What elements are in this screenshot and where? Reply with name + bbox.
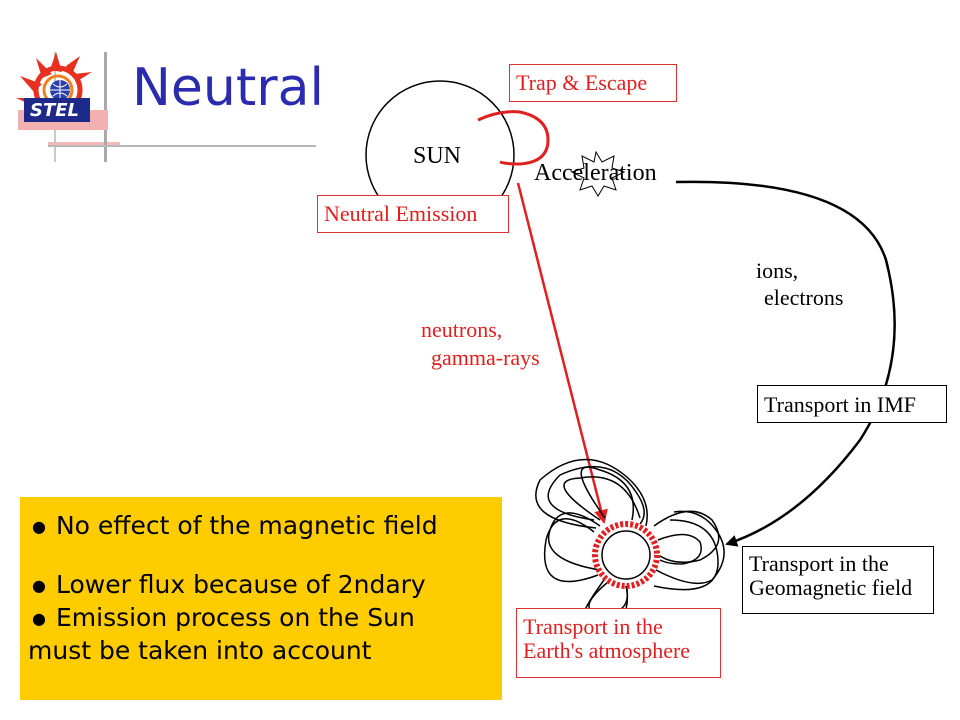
bullet-icon: ● [32, 609, 46, 629]
neutrons-label-line2: gamma-rays [431, 345, 540, 370]
acceleration-label: Acceleration [534, 160, 657, 186]
transport-atmosphere-line2: Earth's atmosphere [523, 638, 691, 664]
ions-arrow [675, 180, 896, 547]
title-underline [48, 145, 316, 147]
bullet-icon: ● [32, 576, 46, 596]
transport-geomagnetic-line2: Geomagnetic field [749, 575, 913, 601]
bullet-icon: ● [32, 517, 46, 537]
slide-title: Neutral [132, 58, 324, 118]
stel-logo-graphic [16, 52, 120, 162]
transport-atmosphere-box: Transport in the Earth's atmosphere [516, 608, 721, 678]
note-item-3: ●Emission process on the Sun [32, 603, 415, 632]
note-gap [30, 542, 492, 568]
logo-text: STEL [30, 100, 80, 121]
stel-logo: STEL [8, 46, 120, 166]
transport-geomagnetic-line1: Transport in the [749, 551, 889, 576]
trap-loop [477, 110, 550, 166]
note-item-1: ●No effect of the magnetic field [32, 511, 438, 540]
acceleration-starburst [570, 150, 626, 197]
transport-imf-box: Transport in IMF [757, 385, 947, 423]
ions-label-line2: electrons [764, 285, 844, 310]
sun-label: SUN [413, 143, 462, 169]
transport-atmosphere-line1: Transport in the [523, 614, 663, 639]
note-item-2: ●Lower flux because of 2ndary [32, 570, 426, 599]
trap-escape-box: Trap & Escape [509, 64, 677, 102]
transport-geomagnetic-box: Transport in the Geomagnetic field [742, 546, 934, 614]
neutrons-label-line1: neutrons, [421, 317, 503, 342]
earth-circle [601, 530, 651, 580]
earth-field-lines [535, 458, 725, 636]
neutral-arrow [516, 182, 608, 524]
notes-box: ●No effect of the magnetic field ●Lower … [20, 497, 502, 700]
note-item-4: must be taken into account [28, 636, 372, 665]
ions-label-line1: ions, [756, 258, 799, 283]
neutral-emission-box: Neutral Emission [317, 195, 509, 233]
